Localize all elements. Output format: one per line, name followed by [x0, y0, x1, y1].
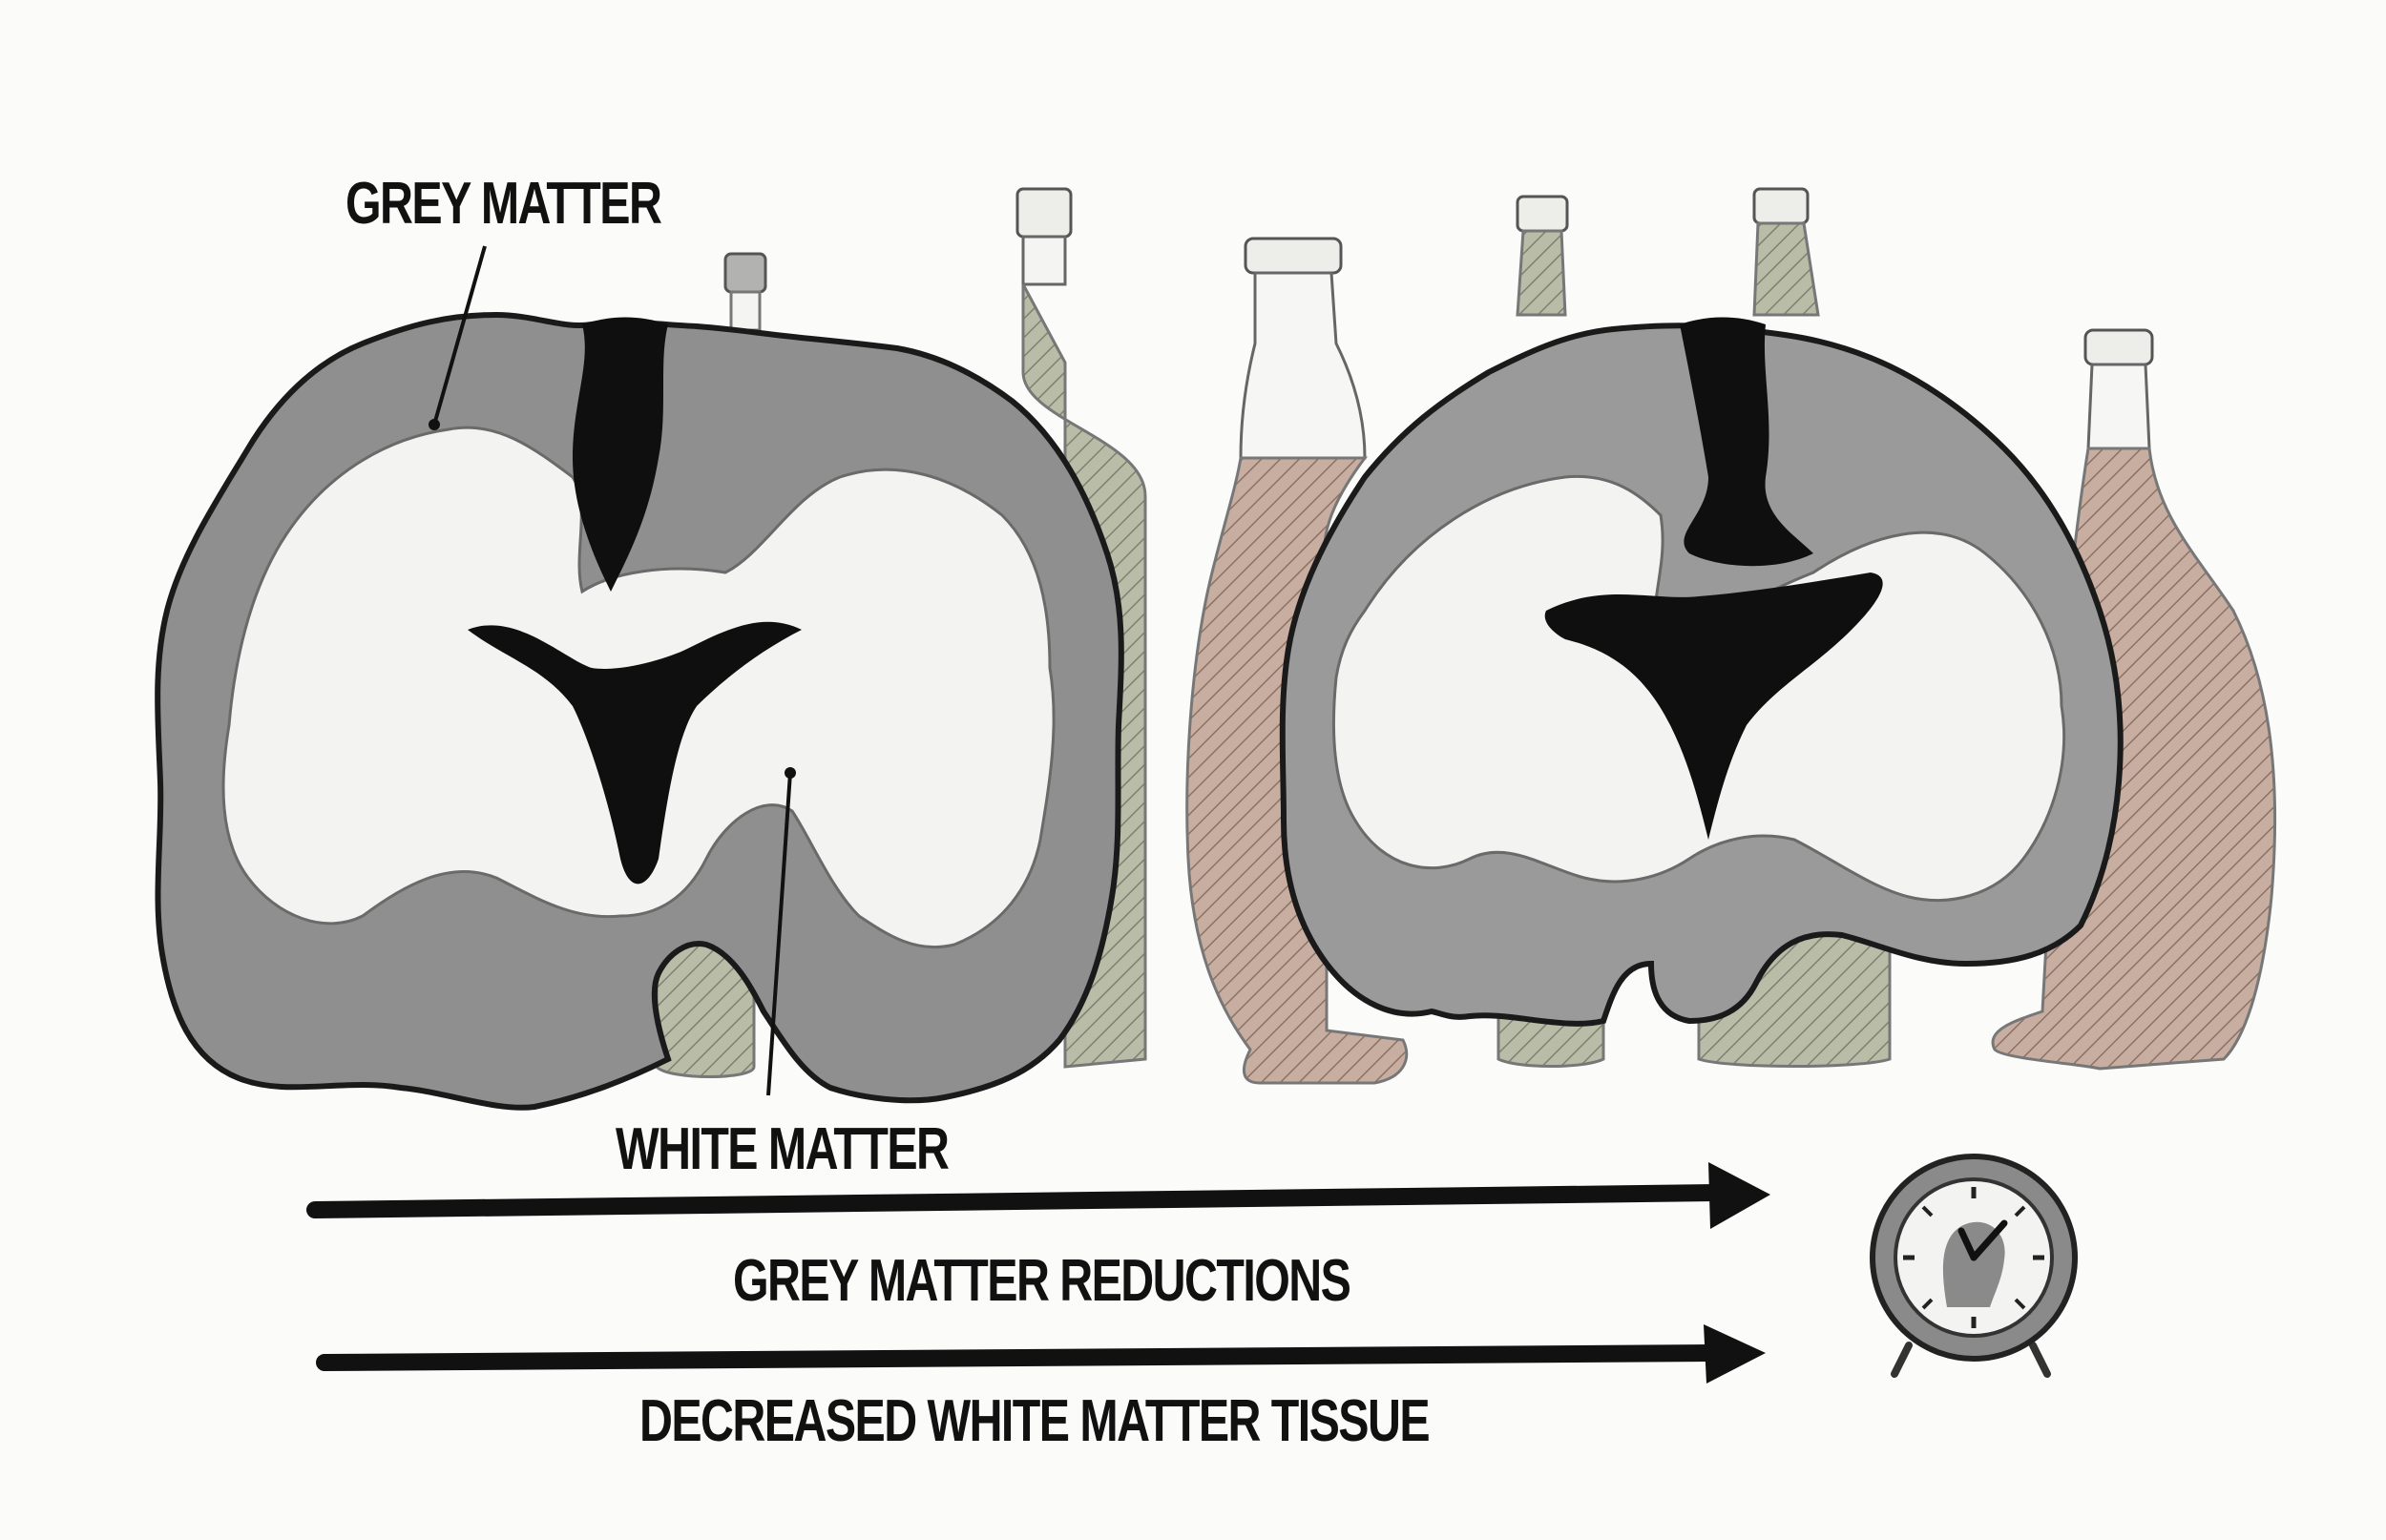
healthy-brain-icon [155, 245, 1124, 1111]
decreased-white-matter-label: DECREASED WHITE MATTER TISSUE [639, 1388, 1431, 1454]
white-matter-label: WHITE MATTER [616, 1116, 950, 1182]
grey-matter-label: GREY MATTER [345, 171, 662, 237]
alarm-clock-icon [1870, 1154, 2078, 1378]
grey-matter-arrow [306, 1162, 1770, 1229]
grey-matter-reductions-label: GREY MATTER REDUCTIONS [733, 1248, 1351, 1314]
small-bottle-cap-icon [723, 252, 767, 332]
affected-brain-icon [1279, 317, 2124, 1027]
white-matter-arrow [316, 1324, 1766, 1384]
